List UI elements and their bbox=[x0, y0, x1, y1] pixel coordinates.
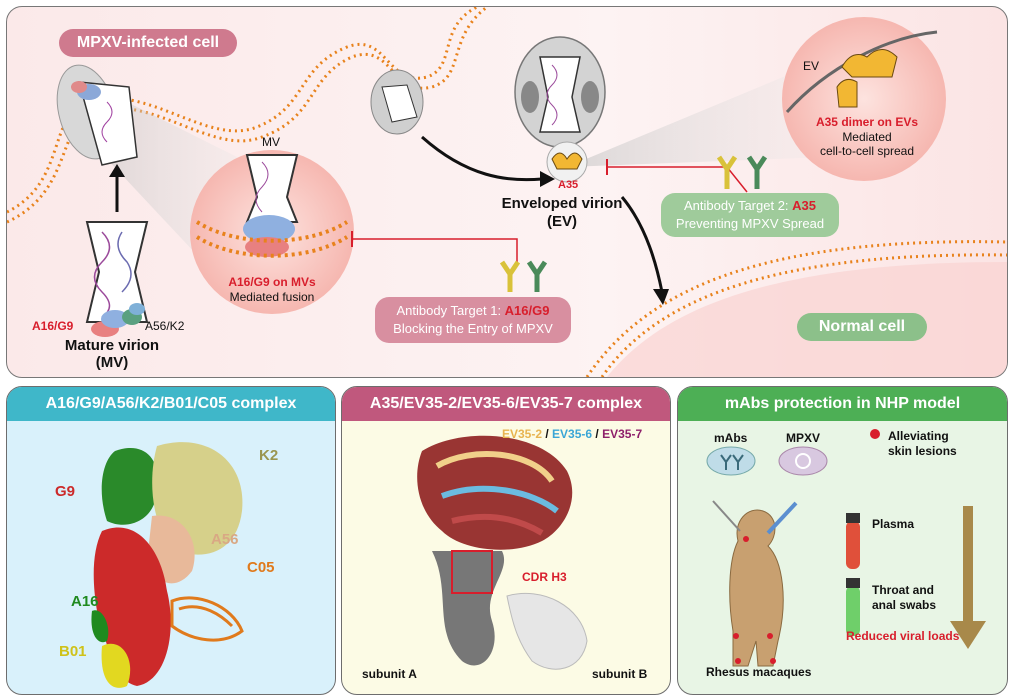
mature-virion-icon bbox=[85, 221, 149, 337]
budding-virion-icon bbox=[56, 64, 138, 166]
mv-small-label: MV bbox=[262, 135, 280, 149]
dimer-line3: cell-to-cell spread bbox=[819, 144, 915, 158]
macaques-label: Rhesus macaques bbox=[706, 665, 812, 679]
mabs-label: mAbs bbox=[714, 431, 748, 445]
throat-line2: anal swabs bbox=[872, 598, 937, 612]
antibody-icon bbox=[499, 260, 548, 292]
alleviating-line1: Alleviating bbox=[888, 429, 949, 443]
subunit-b-label: subunit B bbox=[592, 667, 648, 681]
panel-a16-complex: A16/G9/A56/K2/B01/C05 complex G9 K2 A56 … bbox=[6, 386, 336, 695]
nhp-illustration bbox=[706, 429, 986, 667]
legend-ev35-2: EV35-2 bbox=[502, 427, 543, 441]
target2-red: A35 bbox=[792, 198, 817, 213]
plasma-label: Plasma bbox=[872, 517, 915, 531]
enveloped-line1: Enveloped virion bbox=[501, 195, 623, 212]
target1-prefix: Antibody Target 1: bbox=[396, 303, 505, 318]
dimer-line2: Mediated bbox=[842, 130, 892, 144]
legend-ev35-6: EV35-6 bbox=[552, 427, 593, 441]
panel3-title: mAbs protection in NHP model bbox=[678, 387, 1007, 421]
label-c05: C05 bbox=[247, 559, 275, 576]
target2-prefix: Antibody Target 2: bbox=[683, 198, 793, 213]
cdr-h3-label: CDR H3 bbox=[522, 570, 567, 584]
legend-ev35-7: EV35-7 bbox=[602, 427, 643, 441]
target1-red: A16/G9 bbox=[504, 303, 550, 318]
subunit-a-label: subunit A bbox=[362, 667, 417, 681]
legend-sep-2: / bbox=[592, 427, 603, 441]
a56k2-label: A56/K2 bbox=[145, 319, 185, 333]
infected-cell-label: MPXV-infected cell bbox=[59, 29, 237, 57]
panel2-title: A35/EV35-2/EV35-6/EV35-7 complex bbox=[342, 387, 670, 421]
antibody-target2-box: Antibody Target 2: A35 Preventing MPXV S… bbox=[661, 193, 839, 237]
fusion-line2: Mediated fusion bbox=[229, 290, 315, 304]
dimer-line1: A35 dimer on EVs bbox=[815, 115, 919, 129]
antibody-icon bbox=[716, 155, 768, 189]
a16g9-label: A16/G9 bbox=[32, 319, 74, 333]
mpxv-label: MPXV bbox=[786, 431, 821, 445]
label-a16: A16 bbox=[71, 593, 99, 610]
target2-line2: Preventing MPXV Spread bbox=[675, 216, 825, 231]
top-section: MPXV-infected cell Normal cell MV A16/G9… bbox=[6, 6, 1008, 378]
mature-virion-line1: Mature virion bbox=[64, 337, 160, 354]
fusion-line1: A16/G9 on MVs bbox=[228, 275, 316, 289]
legend-sep-1: / bbox=[542, 427, 553, 441]
panel-nhp-model: mAbs protection in NHP model mAbs MPXV A… bbox=[677, 386, 1008, 695]
ev-label: EV bbox=[803, 59, 820, 73]
label-b01: B01 bbox=[59, 643, 87, 660]
a35-label: A35 bbox=[558, 179, 579, 191]
panel-a35-complex: A35/EV35-2/EV35-6/EV35-7 complex EV35-2 … bbox=[341, 386, 671, 695]
enveloped-virion-icon bbox=[514, 36, 606, 183]
antibody-target1-box: Antibody Target 1: A16/G9 Blocking the E… bbox=[375, 297, 571, 343]
dimer-zoom-circle bbox=[782, 17, 946, 181]
enveloped-line2: (EV) bbox=[547, 213, 577, 230]
reduced-viral-loads: Reduced viral loads bbox=[846, 629, 960, 643]
legend-row: EV35-2 / EV35-6 / EV35-7 bbox=[502, 427, 642, 441]
complex-structure bbox=[91, 442, 244, 688]
mature-virion-line2: (MV) bbox=[95, 354, 129, 371]
label-g9: G9 bbox=[55, 483, 76, 500]
normal-cell-label: Normal cell bbox=[797, 313, 927, 341]
throat-line1: Throat and bbox=[872, 583, 934, 597]
target1-line2: Blocking the Entry of MPXV bbox=[393, 321, 553, 336]
label-a56: A56 bbox=[211, 531, 239, 548]
alleviating-line2: skin lesions bbox=[888, 444, 957, 458]
label-k2: K2 bbox=[259, 447, 279, 464]
panel1-title: A16/G9/A56/K2/B01/C05 complex bbox=[7, 387, 335, 421]
a35-structure bbox=[417, 435, 588, 670]
